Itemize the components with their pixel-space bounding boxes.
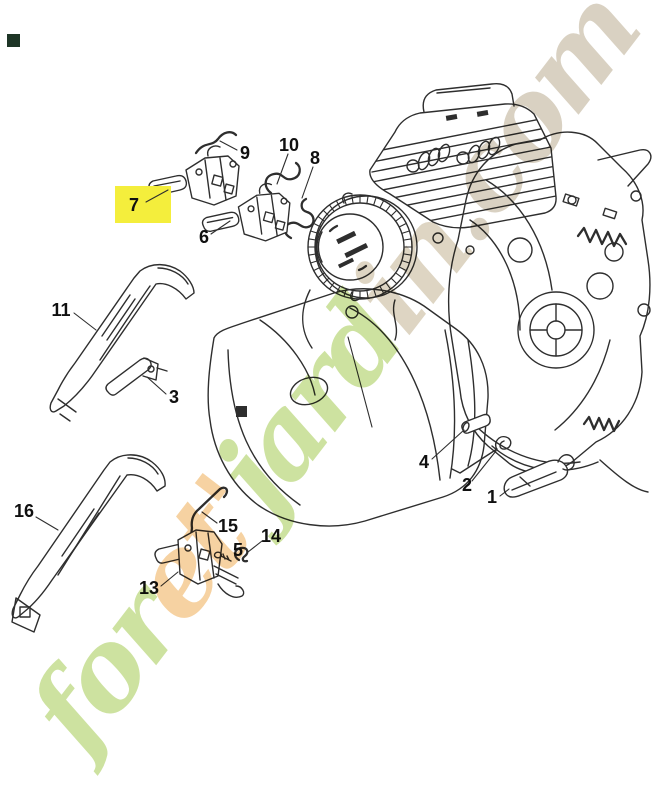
housing-dark-port: [236, 406, 247, 417]
filter-rim-hatch: [307, 194, 413, 300]
crankcase: [432, 131, 652, 493]
part-14-spring: [233, 546, 249, 563]
av-spring-upper: [576, 226, 628, 248]
part-label-1: 1: [487, 487, 497, 507]
part-label-2: 2: [462, 475, 472, 495]
stud-right: [456, 136, 501, 165]
engine-cylinder: [369, 83, 557, 229]
part-label-11: 11: [51, 300, 70, 320]
part-2-spring: [451, 435, 512, 474]
leader-through-housing: [347, 336, 373, 428]
part-16-handle: [11, 454, 166, 633]
part-label-4: 4: [419, 452, 429, 472]
part-label-16: 16: [14, 501, 34, 521]
part-10-wire: [264, 161, 301, 195]
part-label-15: 15: [218, 516, 238, 536]
part-label-8: 8: [310, 148, 320, 168]
tank-housing: [207, 288, 489, 527]
air-filter: [307, 192, 418, 302]
cylinder-fins: [371, 115, 557, 228]
corner-square-artifact: [7, 34, 20, 47]
part-13-assembly: [154, 529, 245, 598]
leader-lines: [35, 140, 510, 587]
part-4-pin: [461, 413, 491, 434]
part-15-rod: [189, 486, 229, 538]
part-1-interlock-lever: [503, 454, 575, 498]
part-7-highlight: [115, 186, 171, 223]
carb-mount-studs: [406, 136, 501, 173]
part-label-10: 10: [279, 135, 299, 155]
part-label-7: 7: [129, 195, 139, 215]
part-label-3: 3: [169, 387, 179, 407]
part-5-screw: [213, 551, 232, 562]
part-label-13: 13: [139, 578, 159, 598]
part-3-latch: [105, 357, 168, 396]
part-label-9: 9: [240, 143, 250, 163]
part-9-wire: [194, 131, 238, 155]
part-7-assembly: [148, 145, 240, 206]
av-spring-lower: [582, 415, 621, 433]
part-labels: 9 10 8 7 6 11 3 16 15 14 5 13 4 2 1: [14, 135, 497, 598]
part-label-14: 14: [261, 526, 281, 546]
part-label-5: 5: [233, 540, 243, 560]
part-11-handle: [49, 263, 195, 422]
part-label-6: 6: [199, 227, 209, 247]
stud-left: [406, 143, 451, 173]
